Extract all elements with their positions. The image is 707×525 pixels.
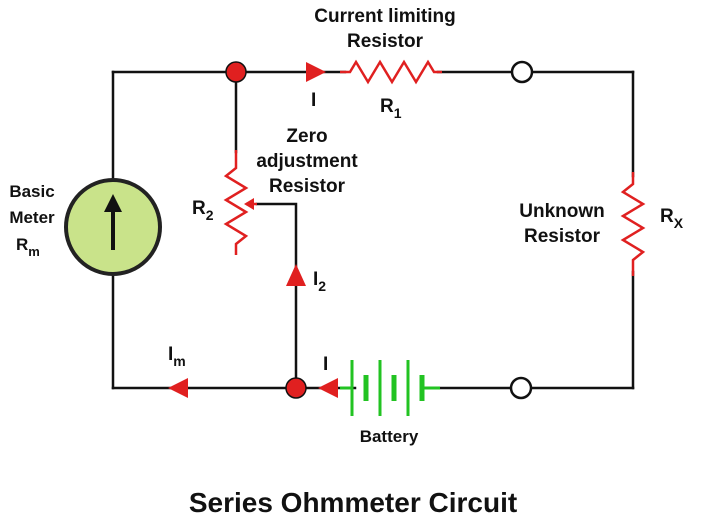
current-arrow-i2-icon [286, 264, 306, 286]
r2-wiper-arrow-icon [244, 198, 254, 210]
rm-label: Rm [16, 235, 40, 259]
zero-adj-label-3: Resistor [269, 176, 346, 197]
current-i-top-label: I [311, 90, 316, 111]
rx-label: RX [660, 206, 684, 231]
basic-meter [64, 178, 162, 276]
meter-arrow-icon [104, 194, 122, 212]
zero-adj-label-1: Zero [286, 126, 327, 147]
diagram-title: Series Ohmmeter Circuit [189, 487, 517, 518]
unknown-resistor-label-1: Unknown [519, 201, 605, 222]
current-i2-label: I2 [313, 269, 326, 294]
current-arrow-im-icon [168, 378, 188, 398]
current-arrow-bottom-icon [318, 378, 338, 398]
unknown-resistor-label-2: Resistor [524, 226, 601, 247]
wire-wiper-branch [255, 202, 298, 390]
resistor-r2 [223, 150, 257, 255]
current-i-bottom-label: I [323, 354, 328, 375]
current-limiting-label-2: Resistor [347, 31, 424, 52]
node-bottom [285, 377, 307, 399]
current-limiting-label-1: Current limiting [314, 6, 455, 27]
current-im-label: Im [168, 344, 186, 369]
terminal-top [510, 60, 534, 84]
r2-label: R2 [192, 198, 214, 223]
node-top [225, 61, 247, 83]
current-arrow-top-icon [306, 62, 326, 82]
battery-label: Battery [360, 427, 419, 446]
basic-meter-label-1: Basic [9, 182, 54, 201]
resistor-r1 [340, 59, 442, 85]
zero-adj-label-2: adjustment [256, 151, 358, 172]
r1-label: R1 [380, 96, 402, 121]
terminal-bottom [509, 376, 533, 400]
basic-meter-label-2: Meter [9, 208, 55, 227]
resistor-rx [620, 172, 646, 276]
battery [340, 360, 440, 416]
